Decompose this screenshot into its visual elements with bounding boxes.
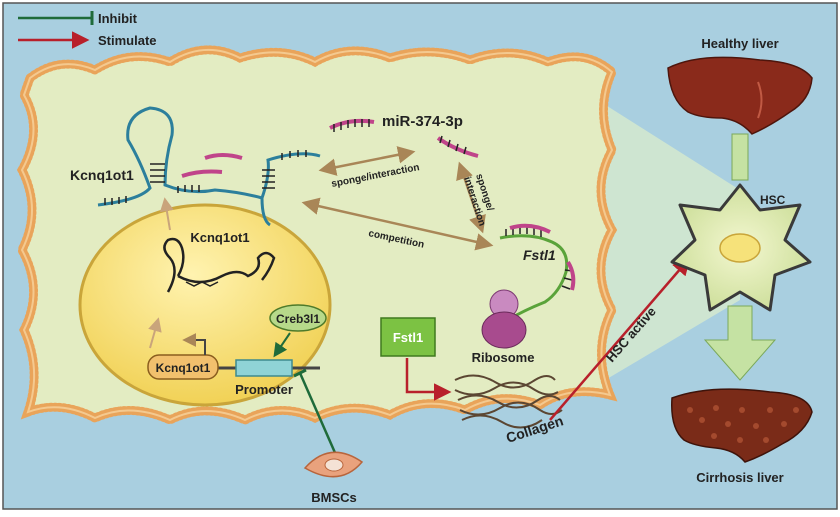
lncrna-ticks: [104, 150, 307, 205]
mirna-on-fstl1: [509, 223, 551, 234]
bmsc-nucleus-icon: [324, 458, 344, 472]
legend-stimulate-label: Stimulate: [98, 33, 157, 48]
healthy-liver-icon: [667, 56, 813, 135]
nucleus: [78, 203, 332, 407]
label-mirna: miR-374-3p: [382, 113, 463, 130]
label-cirrhosis-liver: Cirrhosis liver: [696, 470, 783, 485]
fstl1-stimulates-collagen: [405, 358, 452, 401]
arrow-gene-to-rna: [148, 317, 162, 349]
arrow-export: [159, 197, 174, 231]
cirrhosis-nodules: [687, 405, 799, 443]
kcnq1ot1-cytoplasmic-rna: [97, 106, 321, 227]
hsc-nucleus: [719, 233, 761, 263]
legend: Inhibit Stimulate: [18, 11, 157, 49]
bmscs-inhibit-bar: [293, 368, 307, 378]
label-ribosome: Ribosome: [472, 350, 535, 365]
bmscs-inhibit-line: [298, 372, 338, 456]
label-kcnq1ot1-cytoplasm: Kcnq1ot1: [70, 167, 134, 183]
collagen-activates-hsc: [549, 257, 691, 421]
nuclear-rna-ticks: [185, 281, 219, 287]
zoom-funnel: [585, 92, 740, 392]
label-bmscs: BMSCs: [311, 490, 357, 505]
lncrna-base-pairs: [150, 163, 275, 189]
label-hsc: HSC: [760, 193, 786, 207]
transcription-start-arrow: [182, 333, 206, 355]
mirna-on-fstl1-2: [566, 260, 576, 291]
healthy-liver-highlight: [757, 81, 763, 119]
mir-374-3p: [329, 118, 479, 158]
label-healthy-liver: Healthy liver: [701, 36, 778, 51]
arrow-hsc-to-cirrhosis: [703, 305, 777, 381]
mrna-strand: [499, 234, 569, 324]
sponge-interaction-arrow-1: [318, 146, 416, 176]
competition-arrow: [301, 197, 494, 251]
label-fstl1-protein: Fstl1: [393, 330, 423, 345]
bound-mirna-2: [204, 153, 243, 160]
kcnq1ot1-gene-box: [147, 354, 219, 380]
cell-membrane-inner: [20, 48, 614, 422]
lncrna-tail: [260, 197, 271, 227]
label-kcnq1ot1-nucleus: Kcnq1ot1: [190, 230, 249, 245]
ribosome-large-subunit: [481, 311, 527, 349]
mirna-ticks: [333, 119, 370, 132]
free-mirna-ticks: [439, 135, 467, 155]
label-creb3l1: Creb3l1: [276, 312, 320, 326]
fstl1-mrna: [499, 223, 576, 324]
label-promoter: Promoter: [235, 382, 293, 397]
cirrhosis-liver-icon: [671, 388, 813, 463]
hsc-cell-icon: [670, 183, 812, 312]
bound-mirna-1: [181, 169, 223, 178]
fstl1-protein-box: [380, 317, 436, 357]
arrow-healthy-to-hsc: [731, 133, 749, 181]
label-fstl1-mrna: Fstl1: [523, 247, 556, 263]
collagen-fibers: [454, 374, 563, 429]
creb3l1-oval: [269, 304, 327, 332]
promoter-box: [235, 359, 293, 377]
kcnq1ot1-nuclear-rna: [163, 237, 276, 293]
creb3l1-activates-promoter: [273, 332, 291, 358]
nuclear-rna-strand: [163, 237, 276, 293]
label-kcnq1ot1-gene: Kcnq1ot1: [156, 361, 211, 375]
lncrna-strand: [97, 106, 321, 207]
legend-inhibit-label: Inhibit: [98, 11, 138, 26]
mrna-ticks: [505, 227, 574, 290]
